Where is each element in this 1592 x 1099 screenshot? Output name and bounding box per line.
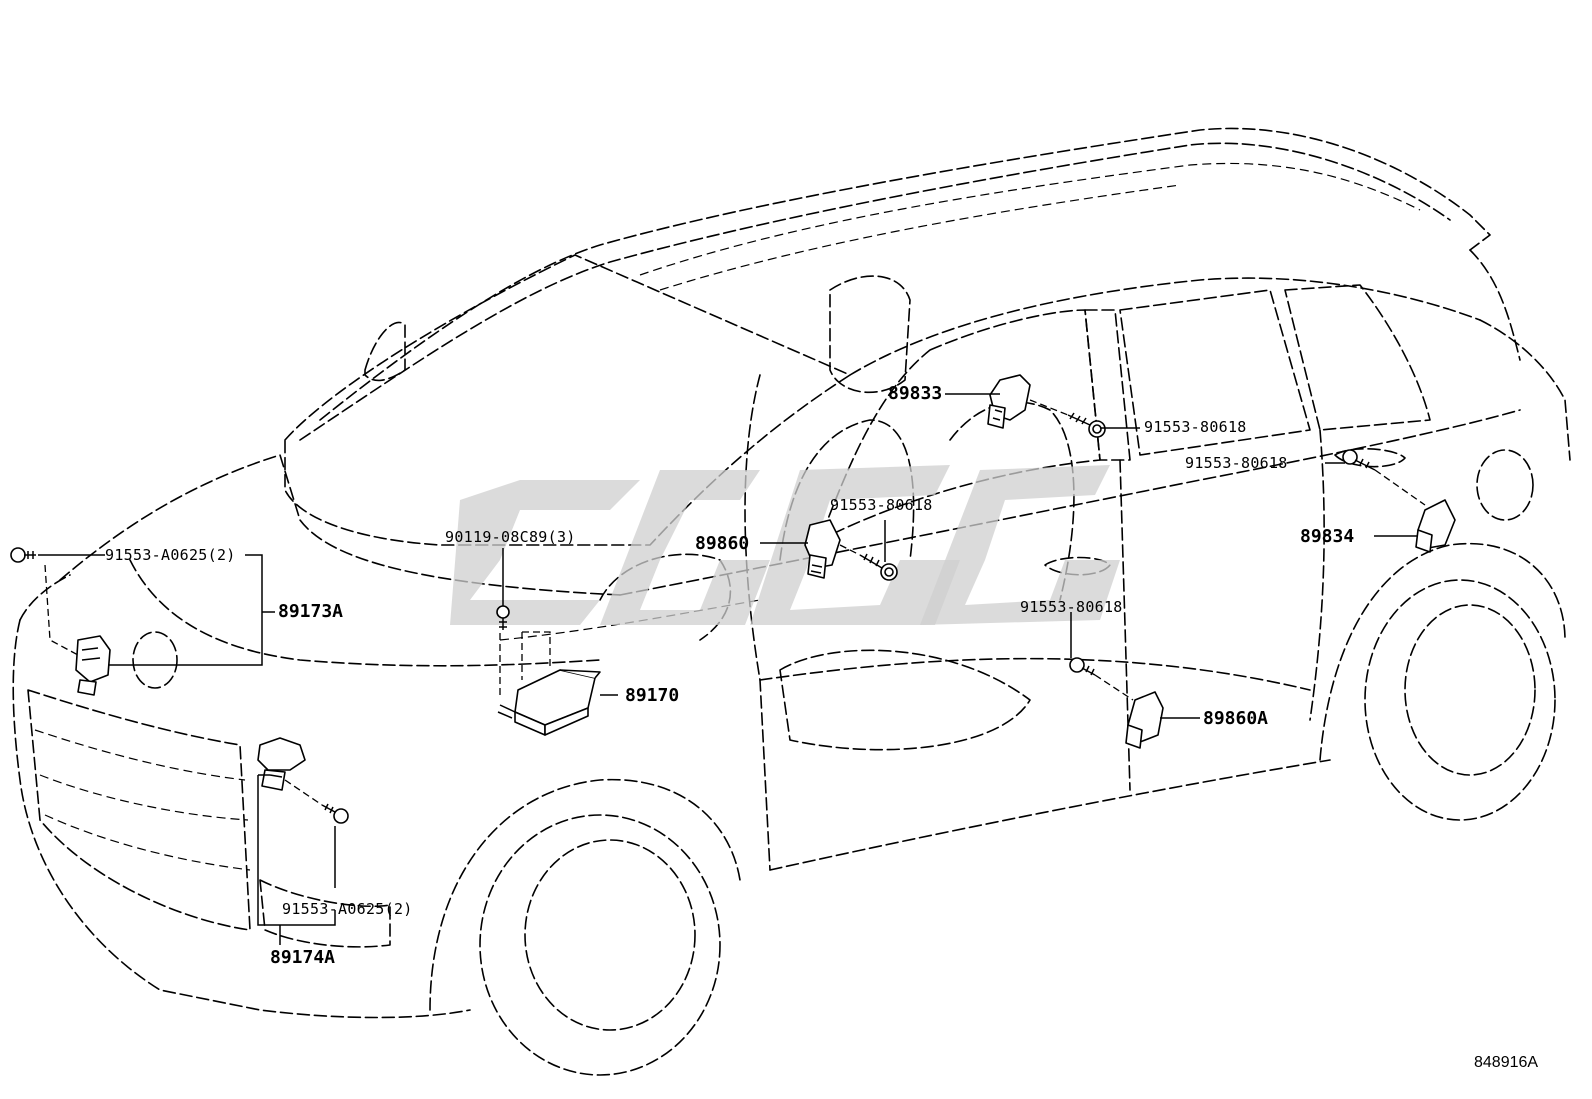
label-bolt-front-lower: 91553-A0625(2): [282, 900, 413, 918]
label-bolt-89860: 91553-80618: [830, 496, 933, 514]
label-screw-90119: 90119-08C89(3): [445, 528, 576, 546]
label-bolt-89833: 91553-80618: [1144, 418, 1247, 436]
label-89174a: 89174A: [270, 947, 335, 968]
watermark-logo: [450, 465, 1120, 625]
label-bolt-front-upper: 91553-A0625(2): [105, 546, 236, 564]
diagram-reference-number: 848916A: [1474, 1054, 1538, 1071]
label-89173a: 89173A: [278, 601, 343, 622]
bolt-front-upper-icon[interactable]: [10, 547, 36, 563]
label-bolt-89860a: 91553-80618: [1020, 598, 1123, 616]
bolt-89833-icon[interactable]: [1067, 412, 1106, 438]
bolt-89860-icon[interactable]: [859, 553, 898, 581]
label-89860: 89860: [695, 533, 749, 554]
bolt-89834-icon[interactable]: [1342, 449, 1376, 471]
sensor-89860a-icon[interactable]: [1125, 691, 1164, 749]
leader-lines: [38, 393, 1426, 945]
label-89860a: 89860A: [1203, 708, 1268, 729]
sensor-89833-icon[interactable]: [987, 374, 1031, 429]
sensor-89173a-icon[interactable]: [75, 635, 111, 696]
sensor-89834-icon[interactable]: [1415, 499, 1456, 553]
bolt-front-lower-icon[interactable]: [321, 803, 349, 824]
label-89834: 89834: [1300, 526, 1354, 547]
sensor-89174a-icon[interactable]: [257, 737, 306, 791]
label-bolt-89834: 91553-80618: [1185, 454, 1288, 472]
label-89833: 89833: [888, 383, 942, 404]
airbag-module-89170-icon[interactable]: [497, 669, 601, 736]
sensor-89860-icon[interactable]: [804, 519, 841, 579]
bolt-89860a-icon[interactable]: [1069, 657, 1096, 676]
label-89170: 89170: [625, 685, 679, 706]
